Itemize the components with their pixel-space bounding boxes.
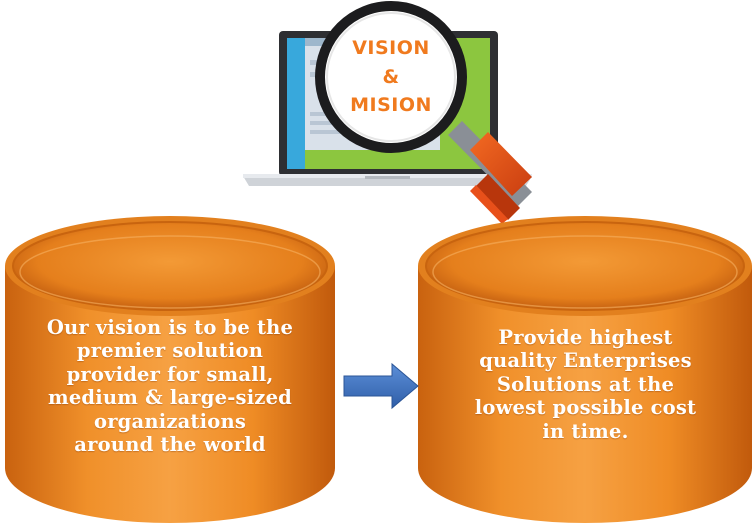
badge-title-line2: & — [382, 66, 400, 88]
vision-line: provider for small, — [66, 362, 274, 386]
mission-statement: Provide highest quality Enterprises Solu… — [418, 326, 753, 443]
mission-line: Provide highest — [498, 326, 673, 349]
mission-line: in time. — [542, 419, 629, 443]
mission-line: Solutions at the — [496, 372, 675, 396]
mission-line: quality Enterprises — [479, 349, 692, 373]
vision-line: medium & large-sized — [47, 386, 293, 410]
vision-line: organizations — [93, 409, 247, 433]
mission-line: lowest possible cost — [474, 396, 697, 420]
magnifying-glass-icon — [315, 1, 532, 224]
badge-title-line1: VISION — [352, 37, 430, 59]
vision-line: around the world — [74, 432, 266, 456]
badge-title-line3: MISION — [350, 94, 432, 116]
right-arrow-icon — [343, 362, 419, 410]
vision-line: Our vision is to be the — [46, 316, 294, 339]
vision-statement: Our vision is to be the premier solution… — [5, 316, 335, 456]
vision-cylinder — [5, 216, 335, 523]
mission-cylinder — [418, 216, 752, 523]
vision-line: premier solution — [76, 339, 264, 363]
